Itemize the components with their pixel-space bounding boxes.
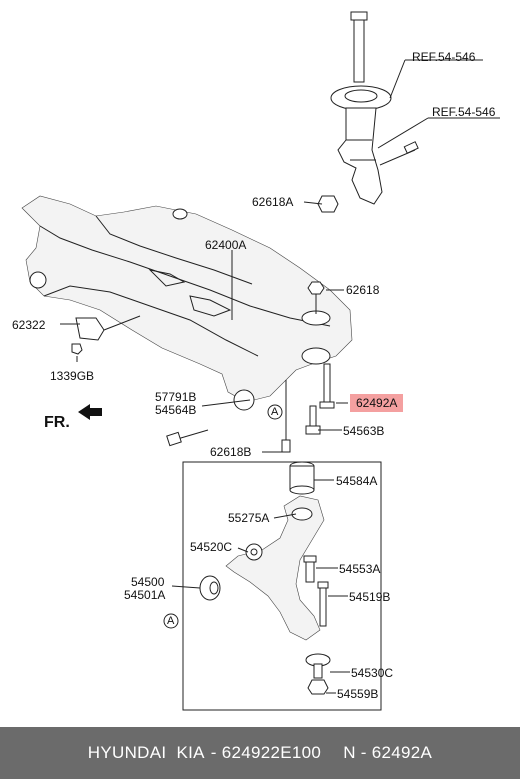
label-ref-54-546-upper: REF.54-546 (412, 50, 476, 64)
subframe-crossmember (21, 195, 353, 411)
circle-a-marker-2 (163, 613, 179, 629)
label-54530C: 54530C (351, 666, 394, 680)
label-62618B: 62618B (210, 445, 252, 459)
label-54563B: 54563B (343, 424, 385, 438)
label-54501A: 54501A (124, 588, 166, 602)
circle-a-letter-2: A (167, 615, 175, 627)
footer-oem-number: N - 62492A (343, 743, 433, 762)
nut-62618 (307, 281, 325, 295)
label-57791B: 57791B (155, 390, 197, 404)
label-62322: 62322 (12, 318, 46, 332)
label-54584A: 54584A (336, 474, 378, 488)
label-62618: 62618 (346, 283, 380, 297)
lower-arm-assembly (199, 461, 331, 695)
label-62492A-highlighted: 62492A (350, 394, 404, 412)
label-62618A: 62618A (252, 195, 294, 209)
label-front-direction: FR. (44, 414, 70, 431)
label-ref-54-546-lower: REF.54-546 (432, 105, 496, 119)
strut-assembly (317, 11, 429, 213)
lower-arm-box (182, 461, 382, 711)
circle-a-marker-1 (267, 404, 283, 420)
label-62400A: 62400A (205, 238, 247, 252)
front-arrow (78, 404, 102, 420)
part-number-footer: HYUNDAI KIA - 624922E100 N - 62492A (0, 727, 520, 779)
label-1339GB: 1339GB (50, 369, 95, 383)
label-54519B: 54519B (349, 590, 391, 604)
label-54500: 54500 (131, 575, 165, 589)
footer-part-number: - 624922E100 (210, 743, 322, 762)
leader-lines (60, 59, 500, 694)
label-54520C: 54520C (190, 540, 233, 554)
label-54564B: 54564B (155, 403, 197, 417)
circle-a-letter-1: A (271, 406, 279, 418)
label-54559B: 54559B (337, 687, 379, 701)
label-55275A: 55275A (228, 511, 270, 525)
fasteners (166, 281, 335, 453)
footer-brand: HYUNDAI KIA (87, 743, 205, 762)
label-54553A: 54553A (339, 562, 381, 576)
parts-diagram (21, 11, 500, 711)
